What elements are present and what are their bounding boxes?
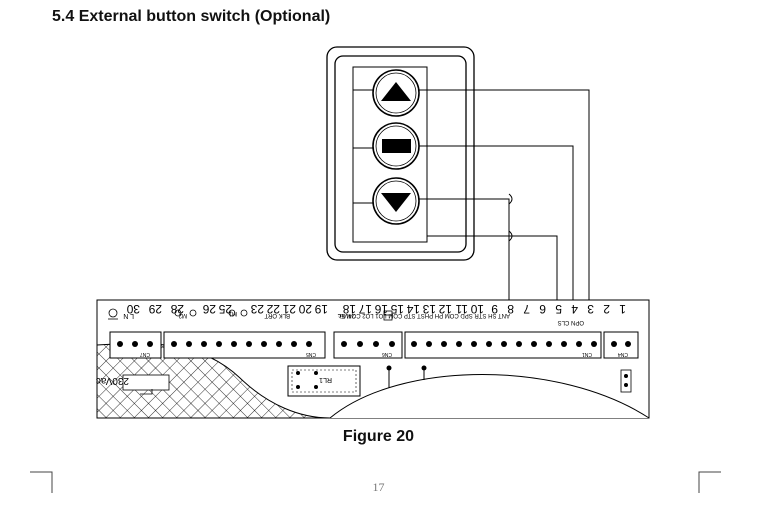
terminal-23: 23	[250, 302, 264, 316]
terminal-6: 6	[539, 302, 546, 316]
terminal-11: 11	[455, 302, 468, 316]
figure-caption: Figure 20	[342, 428, 415, 445]
signal-labels: ANT SH STR SPD COM PH PHST STP COM LO1 L…	[337, 312, 510, 318]
close-button	[372, 177, 420, 225]
connector-cn7: CN7	[140, 351, 150, 357]
lamp-labels: BLK ORT	[264, 312, 290, 318]
terminal-5: 5	[555, 302, 562, 316]
terminal-19: 19	[314, 302, 328, 316]
power-labels: L N	[123, 312, 134, 319]
terminal-22: 22	[266, 302, 280, 316]
terminal-25: 25	[218, 302, 232, 316]
connector-cn5: CN5	[306, 351, 316, 357]
terminal-2: 2	[603, 302, 610, 316]
terminal-7: 7	[523, 302, 530, 316]
terminal-21: 21	[282, 302, 296, 316]
relay-rl1: RL1	[287, 365, 361, 397]
terminal-8: 8	[507, 302, 514, 316]
terminal-13: 13	[422, 302, 436, 316]
crop-mark-left	[30, 471, 53, 493]
open-close-labels: OPN CLS	[558, 319, 584, 325]
terminal-15: 15	[390, 302, 404, 316]
terminal-3: 3	[587, 302, 594, 316]
terminal-20: 20	[298, 302, 312, 316]
voltage-24-label: 24Vac	[338, 312, 355, 318]
terminal-14: 14	[406, 302, 420, 316]
control-board: 1 2 3 4 5 6 7 8 9 10 11 12 13 14 15 16 1…	[96, 299, 650, 419]
stop-button	[372, 122, 420, 170]
connector-cn1: CN1	[582, 351, 592, 357]
down-arrow-icon	[381, 193, 411, 212]
open-button	[372, 69, 420, 117]
connector-cn6: CN6	[382, 351, 392, 357]
terminal-9: 9	[491, 302, 498, 316]
terminal-12: 12	[438, 302, 452, 316]
terminal-26: 26	[202, 302, 216, 316]
crop-mark-right	[698, 471, 721, 493]
terminal-10: 10	[470, 302, 484, 316]
terminal-17: 17	[358, 302, 372, 316]
stop-square-icon	[382, 139, 411, 153]
terminal-1: 1	[619, 302, 626, 316]
page-number: 17	[372, 480, 385, 494]
terminal-16: 16	[374, 302, 388, 316]
external-switch-panel	[326, 46, 475, 261]
mains-label-box: 230Vac	[96, 374, 170, 395]
motor-2-label: M2	[178, 312, 187, 318]
svg-text:230Vac: 230Vac	[96, 375, 129, 386]
motor-1-label: M1	[228, 310, 237, 316]
svg-text:RL1: RL1	[319, 376, 332, 383]
terminal-29: 29	[148, 302, 162, 316]
terminal-4: 4	[571, 302, 578, 316]
connection-wires	[419, 89, 590, 302]
connector-cn4: CN4	[618, 351, 628, 357]
terminal-30: 30	[126, 302, 140, 316]
section-title: 5.4 External button switch (Optional)	[52, 8, 331, 25]
up-arrow-icon	[381, 82, 411, 101]
terminal-18: 18	[342, 302, 356, 316]
